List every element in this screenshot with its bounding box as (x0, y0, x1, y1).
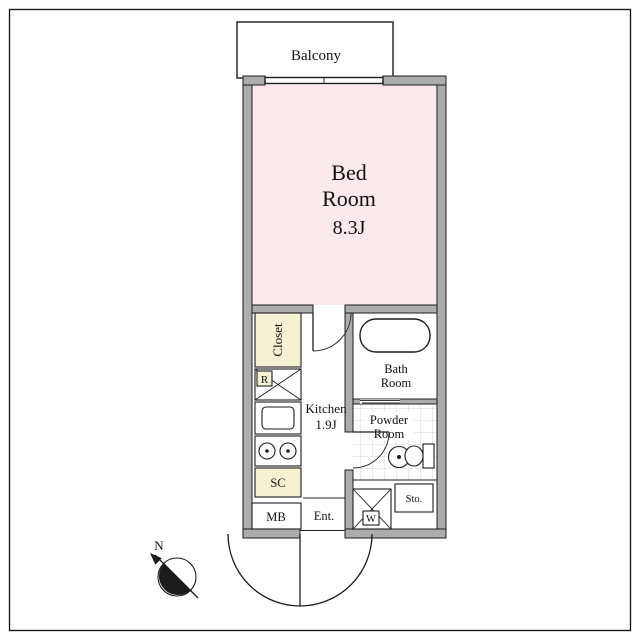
shoe-cabinet: SC (254, 467, 302, 498)
closet-label: Closet (270, 323, 285, 357)
toilet-tank-icon (422, 443, 435, 469)
meter-box-label: MB (266, 510, 285, 524)
bedroom-door-swing-arc (312, 312, 352, 352)
bedroom: Bed Room 8.3J (252, 85, 437, 305)
bathroom-label-bg (374, 361, 418, 389)
kitchen-name: Kitchen (305, 401, 347, 416)
compass: N (150, 538, 199, 599)
wall-bedroom-hall-left (251, 304, 314, 314)
meter-box-outline (251, 502, 302, 530)
sink-basin-icon (261, 406, 295, 430)
stove-burner-right-dot (286, 449, 290, 453)
wash-basin-drain-icon (397, 455, 401, 459)
compass-half-fill (158, 563, 191, 596)
kitchen: Kitchen 1.9J (305, 401, 347, 432)
balcony-window (264, 76, 384, 85)
outer-border (8, 8, 632, 632)
washer-label: W (366, 514, 376, 525)
entrance-label: Ent. (314, 509, 334, 523)
bathroom-label-line2: Room (381, 376, 412, 390)
refrigerator-label-chip (256, 370, 273, 387)
bathroom-label-line1: Bath (384, 362, 408, 376)
refrigerator-cross-2 (254, 368, 302, 401)
toilet-bowl-icon (404, 445, 424, 467)
kitchen-size: 1.9J (315, 417, 336, 432)
powder-door-swing-arc (352, 431, 390, 469)
washer-cross-2 (352, 488, 392, 530)
bedroom-size: 8.3J (333, 217, 366, 239)
shoe-cabinet-box (254, 467, 302, 498)
balcony-label: Balcony (291, 48, 341, 64)
storage: Sto. (394, 483, 434, 513)
bedroom-name-line1: Bed (331, 160, 366, 185)
wall-top-right (382, 75, 447, 86)
wall-top-left (242, 75, 266, 86)
closet: Closet (254, 312, 302, 368)
wall-bedroom-bath (344, 304, 438, 314)
powder-room: Powder Room (353, 404, 437, 481)
unit-walls (242, 75, 447, 539)
wall-right (436, 75, 447, 539)
stove-burner-left-dot (265, 449, 269, 453)
storage-outline (394, 483, 434, 513)
north-arrow-needle (154, 554, 199, 599)
refrigerator-label: R (261, 374, 269, 386)
bath-sliding-door (360, 399, 400, 404)
bedroom-name-line2: Room (322, 186, 376, 211)
wall-hall-bath (344, 312, 354, 433)
washer-label-chip (362, 510, 380, 526)
kitchen-sink (254, 401, 302, 435)
powder-label-line1: Powder (370, 413, 409, 427)
bath-door-opening (360, 399, 400, 404)
bathroom: Bath Room (353, 313, 437, 399)
storage-label: Sto. (406, 494, 423, 505)
closet-box (254, 312, 302, 368)
entrance: Ent. (227, 497, 373, 607)
wall-hall-washer (344, 469, 354, 530)
refrigerator-space: R (254, 368, 302, 401)
bedroom-floor (252, 85, 437, 305)
bedroom-door (312, 312, 352, 352)
shoe-cabinet-label: SC (270, 476, 285, 490)
north-arrow-icon (150, 553, 162, 565)
wall-left (242, 75, 253, 539)
wall-bottom-right (344, 528, 447, 539)
stove (254, 435, 302, 467)
wall-bottom-left (242, 528, 301, 539)
meter-box: MB (251, 502, 302, 530)
powder-door (352, 431, 390, 469)
washer-space: W (352, 488, 392, 530)
bathtub-icon (359, 318, 431, 353)
compass-north-label: N (154, 538, 164, 553)
balcony: Balcony (236, 21, 394, 79)
